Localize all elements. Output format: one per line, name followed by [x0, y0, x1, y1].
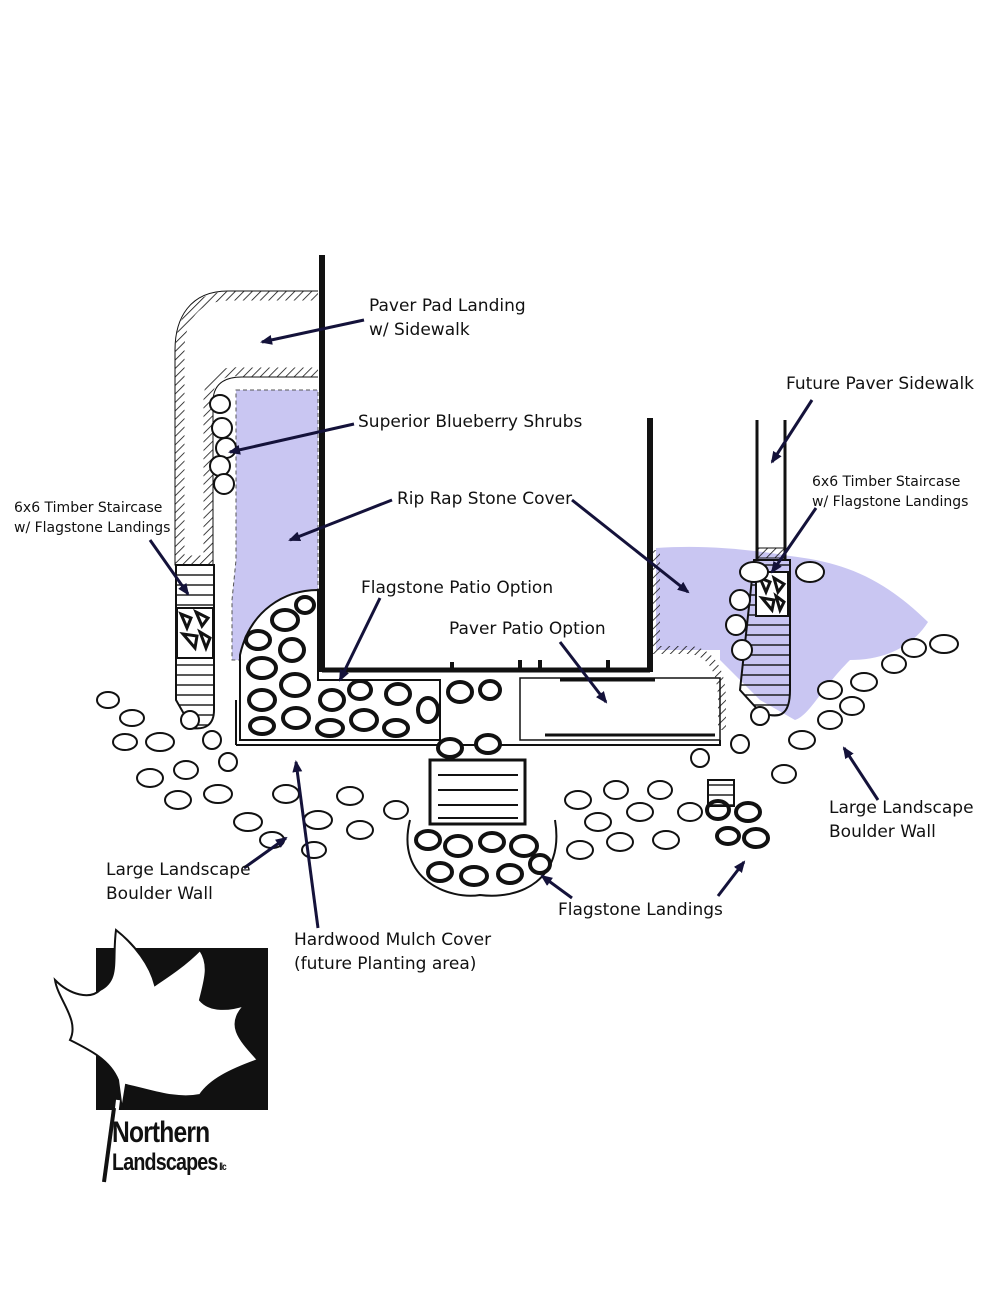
- label-future-paver-sidewalk-text: Future Paver Sidewalk: [786, 374, 975, 394]
- boulder-wall: [96, 394, 959, 860]
- northern-landscapes-logo: [53, 928, 268, 1183]
- logo-wordmark-suffix: llc: [219, 1162, 226, 1173]
- paver-pad-landing: [174, 290, 318, 566]
- future-paver-sidewalk: [755, 420, 787, 560]
- paver-patio: [519, 677, 721, 741]
- center-steps: [406, 733, 558, 897]
- rip-rap-area-right: [656, 546, 928, 720]
- label-rip-rap-stone-cover-text: Rip Rap Stone Cover: [397, 489, 573, 509]
- label-hardwood-mulch-cover-line1: Hardwood Mulch Cover: [294, 930, 492, 950]
- label-flagstone-landings-text: Flagstone Landings: [558, 900, 723, 920]
- label-superior-blueberry-shrubs-text: Superior Blueberry Shrubs: [358, 412, 583, 432]
- label-timber-staircase-left-line1: 6x6 Timber Staircase: [14, 500, 163, 516]
- label-timber-staircase-right-line2: w/ Flagstone Landings: [812, 494, 969, 510]
- label-hardwood-mulch-cover: Hardwood Mulch Cover (future Planting ar…: [294, 928, 491, 976]
- label-paver-pad-landing-line1: Paver Pad Landing: [369, 296, 526, 316]
- flagstone-patio: [239, 588, 502, 741]
- label-boulder-wall-right: Large Landscape Boulder Wall: [829, 796, 974, 844]
- label-future-paver-sidewalk: Future Paver Sidewalk: [786, 372, 974, 396]
- leader-arrows: [148, 318, 880, 929]
- label-timber-staircase-right: 6x6 Timber Staircase w/ Flagstone Landin…: [812, 472, 968, 512]
- label-flagstone-patio-option-text: Flagstone Patio Option: [361, 578, 554, 598]
- label-flagstone-patio-option: Flagstone Patio Option: [361, 576, 553, 600]
- logo-wordmark-line1: Northern: [112, 1116, 210, 1149]
- label-flagstone-landings: Flagstone Landings: [558, 898, 723, 922]
- label-boulder-wall-left-line2: Boulder Wall: [106, 884, 213, 904]
- logo-wordmark-line2-text: Landscapes: [112, 1149, 218, 1176]
- label-hardwood-mulch-cover-line2: (future Planting area): [294, 954, 477, 974]
- right-flagstone-landing: [705, 779, 770, 849]
- label-boulder-wall-right-line1: Large Landscape: [829, 798, 974, 818]
- label-timber-staircase-left: 6x6 Timber Staircase w/ Flagstone Landin…: [14, 498, 170, 538]
- label-boulder-wall-left-line1: Large Landscape: [106, 860, 251, 880]
- left-timber-staircase: [175, 564, 215, 730]
- label-superior-blueberry-shrubs: Superior Blueberry Shrubs: [358, 410, 582, 434]
- label-paver-pad-landing: Paver Pad Landing w/ Sidewalk: [369, 294, 526, 342]
- house-outline: [319, 255, 653, 673]
- label-paver-pad-landing-line2: w/ Sidewalk: [369, 320, 470, 340]
- hardwood-mulch-strip: [235, 700, 721, 746]
- blueberry-shrubs: [180, 417, 770, 772]
- label-timber-staircase-left-line2: w/ Flagstone Landings: [14, 520, 171, 536]
- label-boulder-wall-left: Large Landscape Boulder Wall: [106, 858, 251, 906]
- label-paver-patio-option: Paver Patio Option: [449, 617, 606, 641]
- label-boulder-wall-right-line2: Boulder Wall: [829, 822, 936, 842]
- label-paver-patio-option-text: Paver Patio Option: [449, 619, 606, 639]
- right-bed-border: [652, 550, 726, 730]
- label-timber-staircase-right-line1: 6x6 Timber Staircase: [812, 474, 961, 490]
- label-rip-rap-stone-cover: Rip Rap Stone Cover: [397, 487, 572, 511]
